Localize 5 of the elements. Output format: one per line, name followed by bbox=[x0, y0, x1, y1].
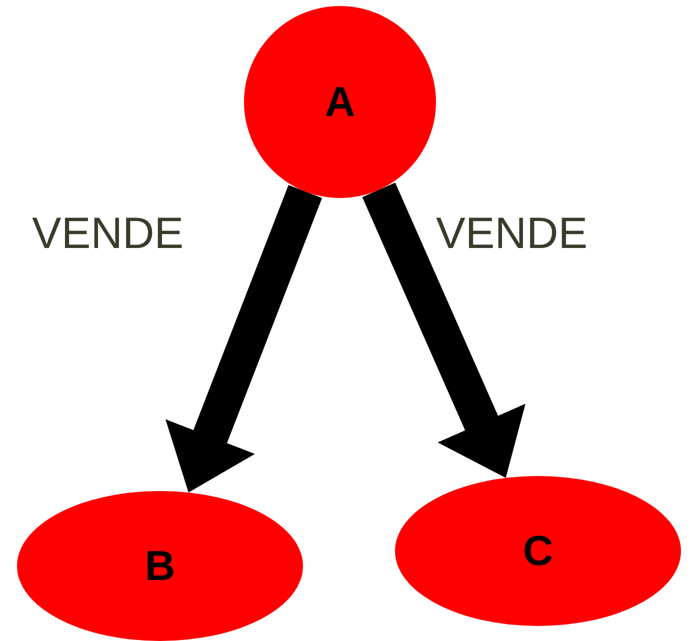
arrow bbox=[165, 184, 322, 492]
node-label: B bbox=[144, 545, 176, 587]
node-label: C bbox=[522, 530, 554, 572]
arrow bbox=[362, 182, 526, 478]
node-label: A bbox=[324, 81, 356, 123]
